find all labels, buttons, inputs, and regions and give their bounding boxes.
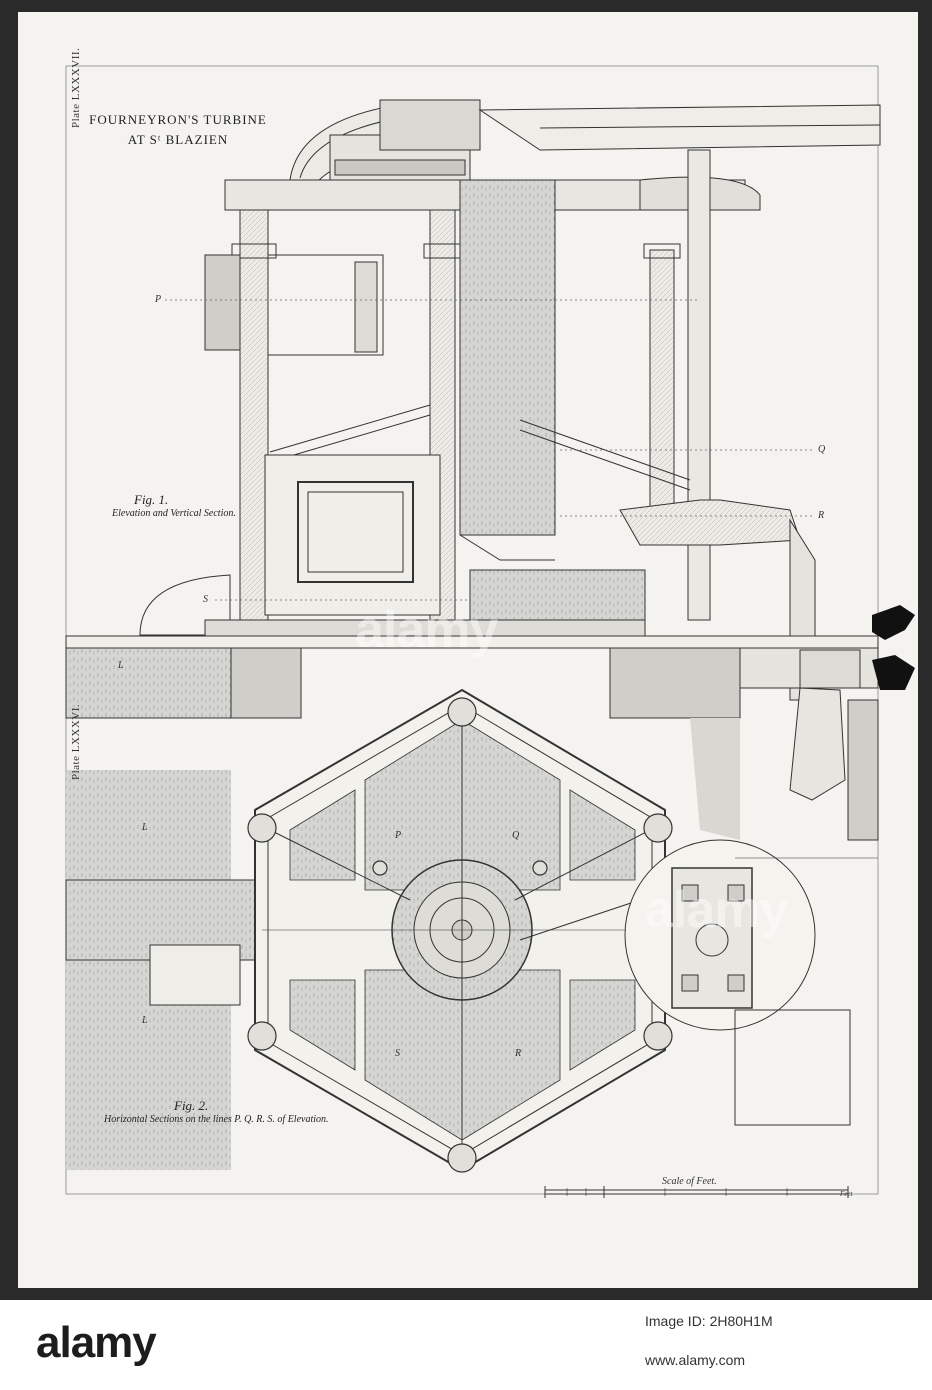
scale-bar: [544, 1186, 849, 1198]
scale-label: Scale of Feet.: [662, 1176, 717, 1187]
title-line-1: FOURNEYRON'S TURBINE: [89, 112, 267, 127]
footer-bar: [0, 1300, 932, 1390]
watermark-1: alamy: [355, 601, 498, 659]
plan-letter-l-1: L: [118, 660, 124, 671]
figure-2-text: Horizontal Sections on the lines P. Q. R…: [104, 1114, 329, 1125]
title-line-2: AT Sᵗ BLAZIEN: [127, 132, 229, 147]
plan-letter-s: S: [395, 1048, 400, 1059]
plate-label-bottom: Plate LXXXVI.: [70, 703, 82, 780]
figure-2-caption: Fig. 2. Horizontal Sections on the lines…: [104, 1098, 329, 1125]
section-lines: [165, 299, 815, 601]
footer-logo[interactable]: alamy: [36, 1318, 157, 1367]
figure-1-caption: Fig. 1. Elevation and Vertical Section.: [112, 492, 236, 519]
plan-letter-p: P: [395, 830, 402, 841]
section-marker-s: S: [203, 594, 208, 605]
plan-letter-r: R: [515, 1048, 522, 1059]
figure-1-text: Elevation and Vertical Section.: [112, 508, 236, 519]
foundation: [65, 635, 879, 841]
section-marker-r: R: [818, 510, 825, 521]
section-marker-p: P: [155, 294, 162, 305]
plan-view: [65, 688, 878, 1173]
section-marker-q: Q: [818, 444, 826, 455]
plan-letter-q: Q: [512, 830, 520, 841]
turbine-engraving-drawing: [65, 65, 915, 1198]
figure-2-number: Fig. 2.: [174, 1098, 209, 1113]
plan-letter-l-3: L: [142, 1015, 148, 1026]
figure-1-number: Fig. 1.: [134, 492, 169, 507]
edge-silhouettes: [872, 605, 915, 690]
watermark-2: alamy: [645, 881, 788, 939]
image-id-text: Image ID: 2H80H1M: [645, 1313, 773, 1329]
plate-title: FOURNEYRON'S TURBINE AT Sᵗ BLAZIEN: [88, 110, 268, 150]
scale-unit: Feet: [840, 1190, 853, 1198]
site-link[interactable]: www.alamy.com: [645, 1352, 746, 1368]
plate-label-top: Plate LXXXVII.: [70, 47, 82, 128]
elevation-view: [139, 99, 881, 701]
plan-letter-l-2: L: [142, 822, 148, 833]
